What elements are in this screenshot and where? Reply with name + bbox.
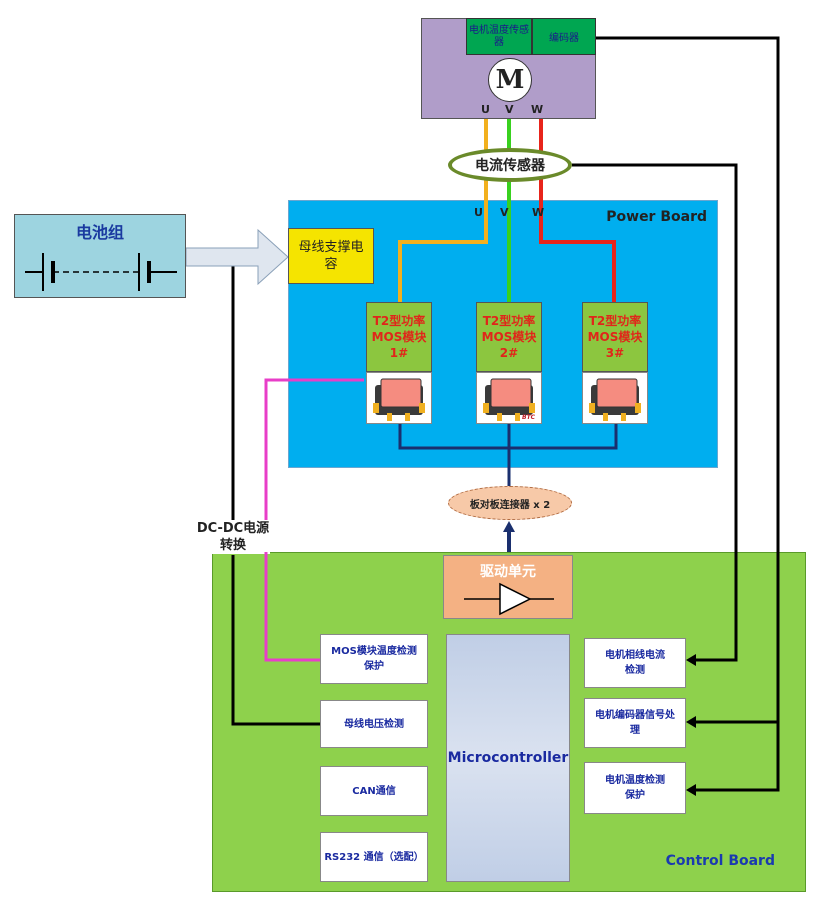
- rs232-communication-block: RS232 通信（选配）: [320, 832, 428, 882]
- motor-symbol: M: [488, 58, 532, 102]
- board-phase-v-label: V: [500, 206, 509, 219]
- encoder-box: 编码器: [532, 18, 596, 55]
- mos-module-1-icon: [366, 372, 432, 424]
- battery-symbol-icon: [25, 253, 177, 291]
- board-to-board-connector: 板对板连接器 x 2: [448, 486, 572, 520]
- mos-module-2-label: T2型功率MOS模块2#: [476, 302, 542, 372]
- motor-phase-w-label: W: [531, 103, 544, 116]
- amplifier-icon: [464, 582, 554, 616]
- mos-module-3-icon: [582, 372, 648, 424]
- power-board-title: Power Board: [606, 209, 707, 225]
- module-brand-badge: BTC: [522, 414, 536, 421]
- microcontroller: Microcontroller: [446, 634, 570, 882]
- dcdc-converter-label: DC-DC电源转换: [196, 520, 270, 554]
- battery-title: 电池组: [75, 223, 124, 242]
- drive-up-arrow: [503, 521, 515, 532]
- battery-to-cap-arrow: [185, 228, 289, 286]
- bus-voltage-detection-block: 母线电压检测: [320, 700, 428, 748]
- current-sensor: 电流传感器: [448, 148, 572, 182]
- motor-phase-v-label: V: [505, 103, 514, 116]
- battery-pack: 电池组: [14, 214, 186, 298]
- drive-unit-label: 驱动单元: [480, 564, 536, 580]
- bus-capacitor: 母线支撑电容: [288, 228, 374, 284]
- drive-unit: 驱动单元: [443, 555, 573, 619]
- control-board-title: Control Board: [665, 853, 775, 869]
- motor-temp-protection-block: 电机温度检测保护: [584, 762, 686, 814]
- board-phase-u-label: U: [474, 206, 483, 219]
- mos-temp-protection-block: MOS模块温度检测保护: [320, 634, 428, 684]
- board-phase-w-label: W: [532, 206, 545, 219]
- can-communication-block: CAN通信: [320, 766, 428, 816]
- mos-module-1-label: T2型功率MOS模块1#: [366, 302, 432, 372]
- motor-phase-u-label: U: [481, 103, 490, 116]
- phase-current-detection-block: 电机相线电流检测: [584, 638, 686, 688]
- encoder-signal-processing-block: 电机编码器信号处理: [584, 698, 686, 748]
- motor-temp-sensor-box: 电机温度传感器: [466, 18, 532, 55]
- mos-module-2-icon: [476, 372, 542, 424]
- mos-module-3-label: T2型功率MOS模块3#: [582, 302, 648, 372]
